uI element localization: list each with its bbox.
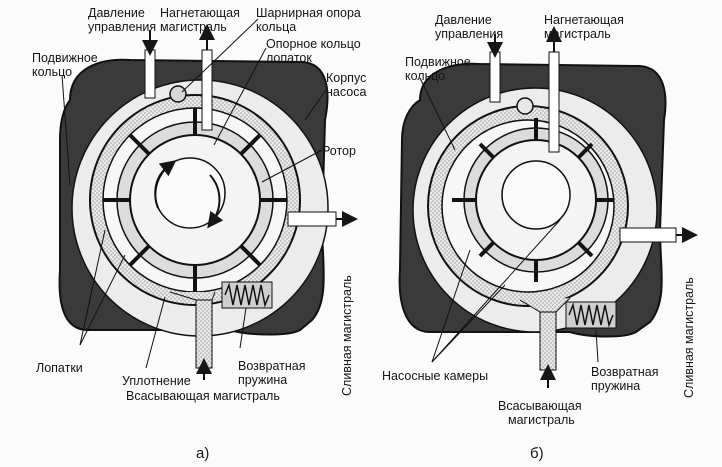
suction-channel-b [539,304,557,371]
leader-lines-a [61,18,327,369]
drain-channel-b [619,227,677,243]
pump-b: Давление управления Нагнетающая магистра… [382,13,698,462]
return-spring-a [224,282,270,308]
ring-pivot-b [516,97,534,115]
suction-line-label-b-l2: магистраль [508,413,575,427]
control-pressure-label-b-l1: Давление [435,13,492,27]
suction-line-label-a: Всасывающая магистраль [126,389,280,403]
ring-pivot-a [169,85,187,103]
drain-line-label-b: Сливная магистраль [682,277,696,398]
vanes-a [103,108,287,292]
rotation-arrow-left-a [154,160,177,209]
movable-ring-label-b-l2: кольцо [405,69,445,83]
ring-pivot-label-a-l2: кольца [256,20,296,34]
seal-label-a: Уплотнение [122,374,191,388]
caption-b: б) [530,445,544,462]
discharge-line-label-b-l2: магистраль [544,27,611,41]
drain-line-label-a: Сливная магистраль [340,275,354,396]
control-pressure-label-b-l2: управления [435,27,503,41]
return-spring-label-b-l2: пружина [591,379,640,393]
control-pressure-label-a-l2: управления [88,20,156,34]
seal-b [519,297,571,313]
pump-a: Давление управления Нагнетающая магистра… [32,6,366,462]
movable-ring-label-a-l1: Подвижное [32,51,98,65]
control-pressure-label-a-l1: Давление [88,6,145,20]
vane-support-ring-label-a-l2: лопаток [266,51,312,65]
pump-housing-label-a-l2: насоса [326,85,366,99]
pump-chambers-label-b: Насосные камеры [382,369,488,383]
movable-ring-label-b-l1: Подвижное [405,55,471,69]
return-spring-label-a-l2: пружина [238,373,287,387]
discharge-line-label-a-l2: магистраль [160,20,227,34]
suction-channel-a [195,299,213,369]
leader-lines-b [419,77,599,363]
suction-line-label-b-l1: Всасывающая [498,399,582,413]
return-spring-label-b-l1: Возвратная [591,365,659,379]
discharge-channel-b [548,51,560,153]
rotor-label-a: Ротор [322,144,356,158]
control-pressure-channel-a [144,49,156,99]
discharge-line-label-b-l1: Нагнетающая [544,13,624,27]
rotation-arrow-right-a [207,174,224,229]
ring-pivot-label-a-l1: Шарнирная опора [256,6,361,20]
vanes-b [452,118,614,282]
return-spring-label-a-l1: Возвратная [238,359,306,373]
discharge-line-label-a-l1: Нагнетающая [160,6,240,20]
seal-a [169,291,216,301]
pump-housing-label-a-l1: Корпус [326,71,366,85]
shaft-b [501,160,571,230]
drain-channel-a [287,211,337,227]
discharge-channel-a [201,49,213,131]
caption-a: а) [196,445,209,462]
vanes-label-a: Лопатки [36,361,83,375]
return-spring-b [568,302,614,328]
vane-support-ring-label-a-l1: Опорное кольцо [266,37,361,51]
control-pressure-channel-b [489,51,501,103]
movable-ring-label-a-l2: кольцо [32,65,72,79]
